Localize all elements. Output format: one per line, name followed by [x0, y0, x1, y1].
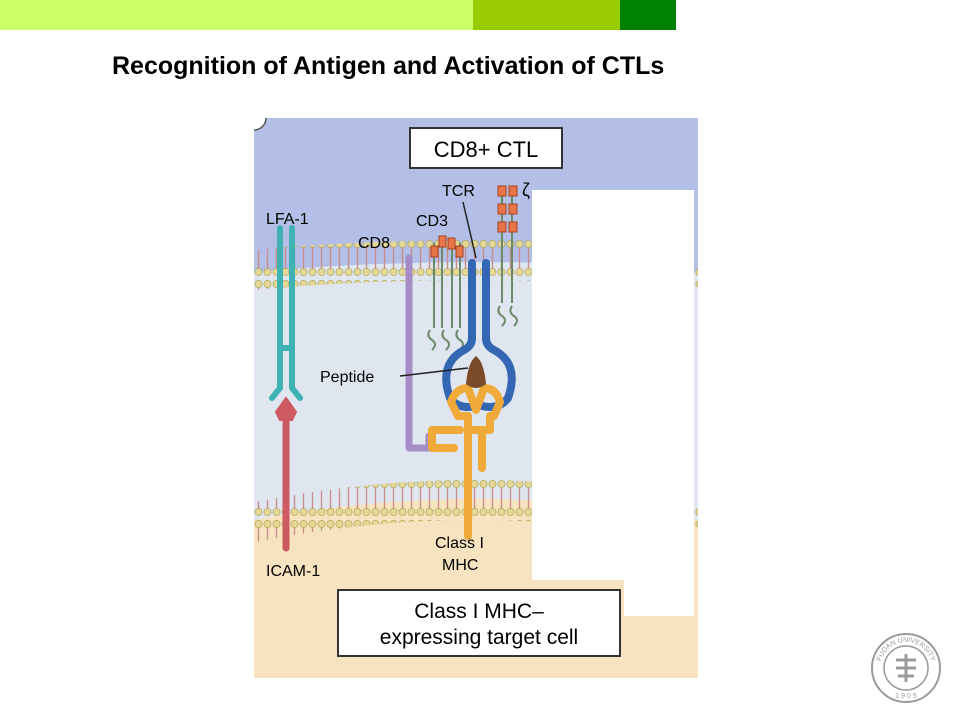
- peptide-pointer: [399, 367, 469, 377]
- lfa1-label: LFA-1: [266, 211, 309, 228]
- panel-marker: [254, 118, 267, 131]
- header-bar-medium: [473, 0, 620, 30]
- mhc-label-line1: Class I: [435, 535, 484, 552]
- zeta-chains: [497, 185, 518, 327]
- tcr-pointer: [462, 201, 477, 259]
- ctl-label-box: [409, 127, 563, 169]
- cropped-region: [532, 190, 694, 616]
- peptide-label: Peptide: [320, 369, 374, 386]
- header-bar-dark: [620, 0, 676, 30]
- tcr-label: TCR: [442, 183, 475, 200]
- cd8-label: CD8: [358, 235, 390, 252]
- university-seal-logo: FUDAN UNIVERSITY 1 9 0 5: [870, 632, 942, 704]
- zeta-label: ζ: [522, 180, 530, 200]
- target-label-line1: Class I MHC–: [414, 600, 544, 623]
- lfa1-molecule: [269, 225, 303, 401]
- target-label-line2: expressing target cell: [380, 626, 578, 649]
- cd3-label: CD3: [416, 213, 448, 230]
- cd3-complex: [427, 235, 464, 351]
- svg-text:1 9 0 5: 1 9 0 5: [895, 693, 917, 700]
- peptide-shape: [466, 356, 486, 388]
- icam1-label: ICAM-1: [266, 563, 320, 580]
- ctl-label: CD8+ CTL: [434, 137, 539, 162]
- mhc-label-line2: MHC: [442, 557, 478, 574]
- icam1-molecule: [274, 396, 298, 552]
- slide-title: Recognition of Antigen and Activation of…: [112, 52, 665, 80]
- ctl-recognition-diagram: CD8+ CTL LFA-1 ICAM-1 CD8: [254, 118, 698, 678]
- header-bar-light: [0, 0, 473, 30]
- target-label-box: [337, 589, 621, 657]
- mhc-molecule: [428, 384, 504, 540]
